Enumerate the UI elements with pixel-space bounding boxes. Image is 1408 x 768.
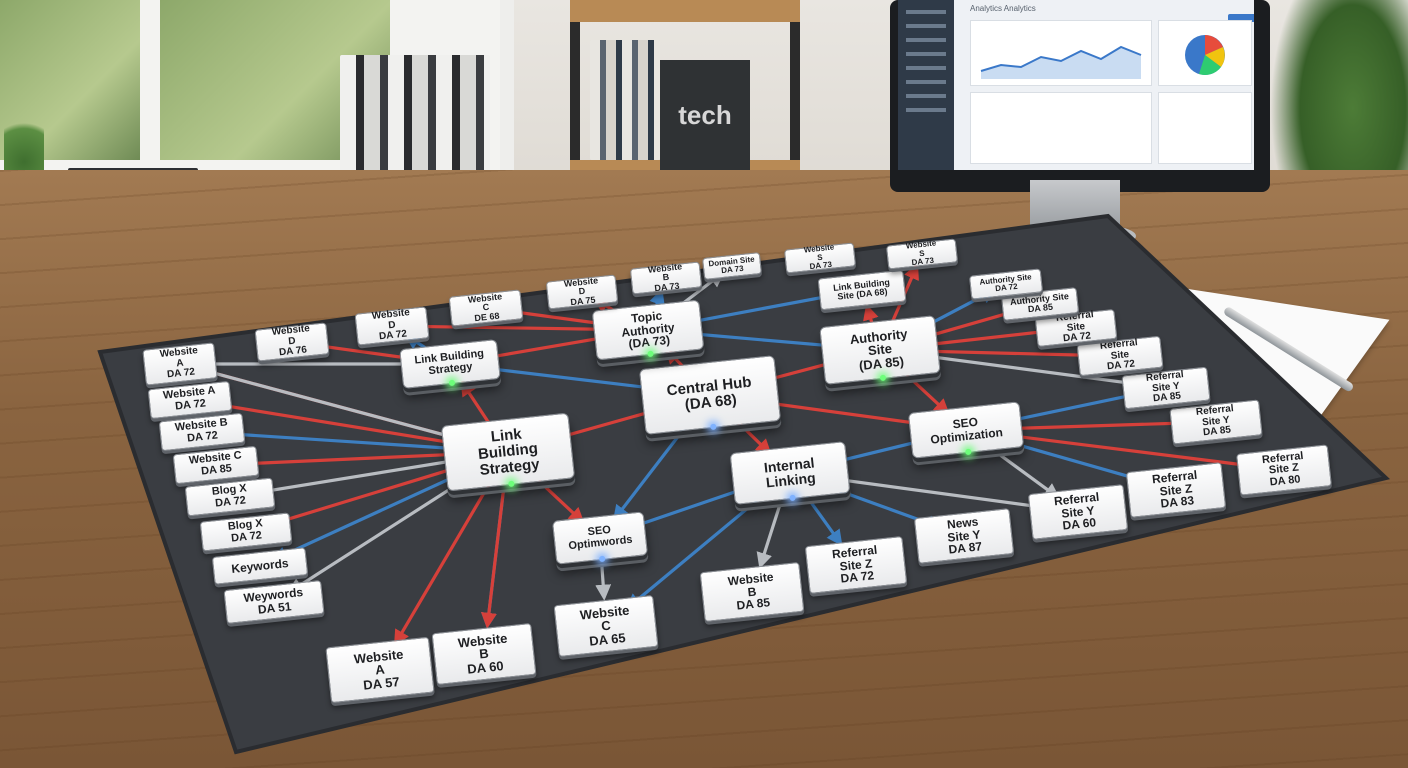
edge-topic-to-l-wd72 — [406, 318, 626, 335]
node-label: SEO Optimwords — [567, 524, 634, 553]
edge-central-to-seo-opt2 — [612, 417, 694, 522]
node-label: Blog X DA 72 — [211, 482, 248, 510]
node-label: Internal Linking — [763, 454, 817, 491]
node-label: Website B DA 72 — [174, 416, 229, 445]
node-label: Central Hub (DA 68) — [665, 373, 753, 414]
dashboard-title: Analytics Analytics — [970, 4, 1036, 13]
site-node-l-wc65: Website C DA 65 — [553, 594, 659, 658]
node-label: Referral Site DA 72 — [1055, 309, 1095, 345]
node-label: Link Building Strategy — [477, 425, 541, 479]
node-label: Link Building Strategy — [414, 347, 485, 378]
node-label: Website S DA 73 — [803, 242, 835, 272]
edge-lbs-main-to-l-wb72 — [215, 425, 479, 452]
edge-seo-opt-to-l-rz80 — [986, 431, 1265, 474]
site-node-l-wb85: Website B DA 85 — [699, 561, 805, 623]
dashboard-button — [1228, 14, 1254, 22]
hub-node-authority: Authority Site (DA 85) — [819, 315, 941, 385]
site-node-l-wb60: Website B DA 60 — [431, 622, 537, 686]
edge-internal-to-l-ry60 — [812, 474, 1057, 515]
edge-internal-to-l-wc65 — [625, 486, 774, 610]
node-label: Website C DE 68 — [467, 291, 503, 323]
line-chart-mini — [980, 45, 1142, 79]
edge-lbs-main-to-l-wa57 — [393, 476, 495, 647]
node-label: Referral Site Z DA 80 — [1261, 449, 1305, 489]
node-label: Website D DA 72 — [371, 307, 411, 343]
edge-lbs-main-to-l-wb60 — [480, 481, 507, 629]
node-label: Link Building Site (DA 68) — [832, 276, 891, 302]
tech-box: tech — [660, 60, 750, 170]
node-label: Authority Site DA 72 — [978, 271, 1033, 294]
node-label: Referral Site Y DA 85 — [1145, 369, 1185, 405]
site-node-l-rz72: Referral Site Z DA 72 — [804, 536, 908, 594]
bar-list-card — [1158, 92, 1252, 164]
site-node-l-wa72: Website A DA 72 — [142, 342, 218, 386]
node-label: Website C DA 85 — [188, 449, 243, 478]
edge-lbs-main-to-l-bx72 — [243, 455, 479, 501]
node-label: Blog X DA 72 — [227, 517, 264, 545]
node-label: Website S DA 73 — [905, 238, 937, 268]
edge-seo-opt-to-l-ry60 — [981, 440, 1061, 499]
node-label: Website A DA 72 — [162, 384, 217, 413]
node-label: Website A DA 72 — [159, 345, 199, 381]
node-label: Domain Site DA 73 — [708, 254, 755, 276]
edge-lbs-main-to-l-bx72b — [258, 459, 481, 532]
node-label: Weywords DA 51 — [242, 585, 304, 617]
edge-authority-to-l-rs85b — [905, 351, 1151, 392]
edge-internal-to-l-rz72 — [802, 491, 843, 547]
small-plant-leaves — [4, 110, 44, 175]
node-label: Referral Site Y DA 60 — [1053, 489, 1100, 533]
node-label: Referral Site Y DA 85 — [1195, 403, 1235, 439]
node-label: Website A DA 57 — [353, 646, 404, 693]
node-label: News Site Y DA 87 — [946, 514, 983, 557]
node-label: Topic Authority (DA 73) — [620, 308, 676, 352]
node-label: Website B DA 85 — [727, 569, 775, 613]
node-label: Referral Site Z DA 72 — [831, 542, 878, 586]
shelf-books — [590, 40, 660, 160]
edge-internal-to-l-wb85 — [756, 494, 785, 569]
edge-seo-opt2-to-l-wc65 — [595, 557, 612, 601]
pie-chart-mini — [1185, 35, 1225, 75]
dashboard-sidebar — [898, 0, 954, 170]
pie-chart-card — [1158, 20, 1252, 86]
edge-lbs-main-to-l-wa72 — [196, 364, 480, 446]
stats-card — [970, 92, 1152, 164]
node-label: SEO Optimization — [929, 415, 1004, 447]
edge-lbs-main-to-l-wc85 — [229, 451, 479, 472]
node-label: Keywords — [230, 555, 290, 576]
site-node-l-wa57: Website A DA 57 — [325, 636, 435, 704]
node-label: Website D DA 76 — [271, 323, 311, 359]
node-label: Authority Site (DA 85) — [849, 325, 909, 374]
analytics-dashboard-screen: Analytics Analytics — [898, 0, 1254, 170]
monitor: Analytics Analytics — [890, 0, 1270, 192]
book-row-window — [340, 55, 490, 190]
hub-node-central: Central Hub (DA 68) — [638, 355, 782, 435]
node-label: Referral Site DA 72 — [1099, 337, 1139, 373]
edge-lbs-main-to-l-wa72b — [203, 396, 479, 449]
node-label: Website D DA 75 — [563, 275, 599, 307]
edge-authority-to-l-rs72 — [906, 347, 1106, 364]
node-label: Website B DA 60 — [457, 630, 508, 677]
node-label: Website B DA 73 — [647, 261, 683, 293]
hub-node-lbs-main: Link Building Strategy — [440, 412, 576, 492]
edge-lbs-main-to-lbs-small — [460, 379, 494, 429]
node-label: Referral Site Z DA 83 — [1151, 467, 1198, 511]
line-chart-card — [970, 20, 1152, 86]
node-label: Authority Site DA 85 — [1009, 290, 1070, 315]
node-label: Website C DA 65 — [579, 602, 630, 649]
